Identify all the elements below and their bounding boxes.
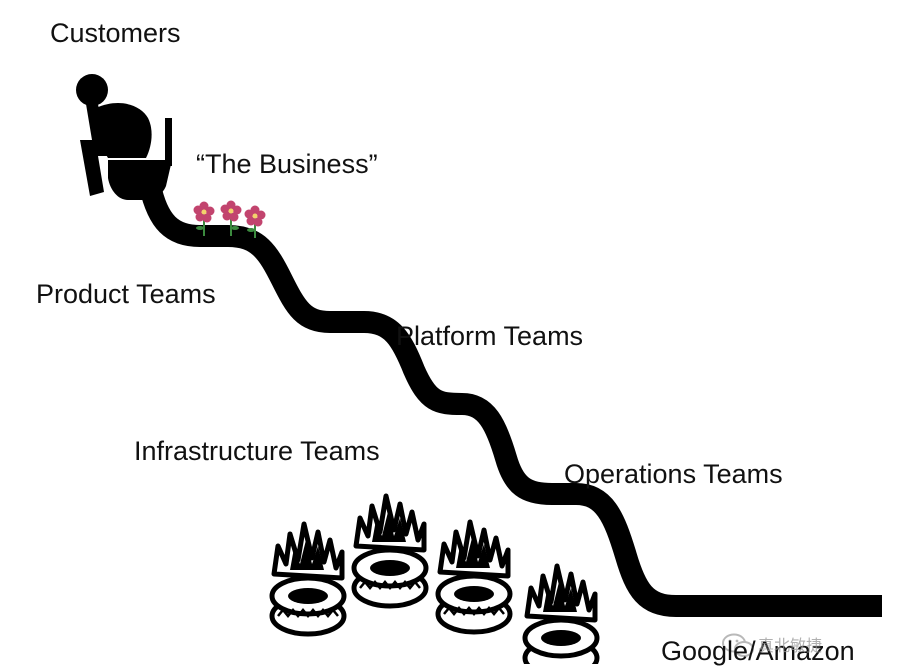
watermark-text: 真北敏捷 — [758, 636, 823, 655]
sewer-pipe — [139, 183, 882, 617]
burning-tire-icon — [522, 563, 600, 664]
infrastructure-teams-label: Infrastructure Teams — [134, 436, 380, 466]
flower-icon — [244, 205, 266, 238]
person-sitting-on-toilet-icon — [76, 74, 172, 200]
burning-tire-icon — [351, 493, 429, 609]
operations-teams-label: Operations Teams — [564, 459, 783, 489]
burning-tire-icon — [269, 521, 347, 637]
customers-label: Customers — [50, 18, 181, 48]
flower-icon — [193, 201, 215, 236]
business-label: “The Business” — [196, 149, 378, 179]
wechat-logo-icon — [722, 633, 754, 657]
flower-icon — [220, 200, 242, 236]
burning-tire-icon — [435, 519, 513, 635]
platform-teams-label: Platform Teams — [396, 321, 584, 351]
bottom-label: Google/Amazon — [661, 636, 855, 666]
product-teams-label: Product Teams — [36, 279, 216, 309]
